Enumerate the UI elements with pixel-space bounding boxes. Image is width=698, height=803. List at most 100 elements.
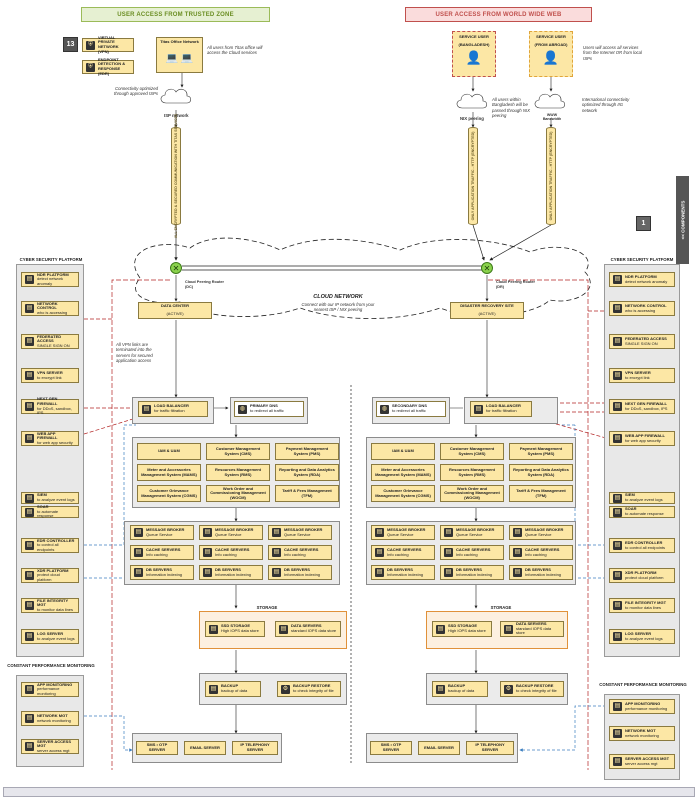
dc-ip-telephony-server[interactable]: IP TELEPHONY SERVER	[232, 741, 278, 755]
dr-site-box[interactable]: DISASTER RECOVERY SITE(ACTIVE)	[450, 302, 524, 319]
router-icon[interactable]: ✕	[170, 262, 182, 274]
app-module[interactable]: Payment Management System (PMS)	[275, 443, 339, 460]
components-tab[interactable]: << COMPONENTS	[676, 176, 689, 264]
dc-sms-otp-server[interactable]: SMS • OTP SERVER	[136, 741, 178, 755]
app-module[interactable]: Tariff & Fees Management (TFM)	[509, 485, 573, 502]
router-icon[interactable]: ✕	[481, 262, 493, 274]
dr-ip-telephony-server[interactable]: IP TELEPHONY SERVER	[466, 741, 514, 755]
app-module[interactable]: Payment Management System (PMS)	[509, 443, 573, 460]
bd-note: All users within Bangladesh will be pass…	[492, 97, 530, 119]
data-center-box[interactable]: DATA CENTER(ACTIVE)	[138, 302, 212, 319]
app-module[interactable]: Work Order and Commissioning Management …	[440, 485, 504, 502]
dr-sms-otp-server[interactable]: SMS • OTP SERVER	[370, 741, 412, 755]
app-module[interactable]: Meter and Accessories Management System …	[371, 464, 435, 481]
server-icon: ▤	[444, 528, 453, 537]
app-module[interactable]: Customer Management System (CMS)	[206, 443, 270, 460]
service-user-bangladesh[interactable]: SERVICE USER (BANGLADESH) 👤	[452, 31, 496, 77]
dr-email-server[interactable]: EMAIL SERVER	[418, 741, 460, 755]
app-module[interactable]: Customer Management System (CMS)	[440, 443, 504, 460]
titas-office-network[interactable]: Titas Office Network 💻 💻	[156, 37, 203, 73]
server-icon: ▤	[436, 684, 445, 694]
app-module[interactable]: Resources Management System (RMS)	[206, 464, 270, 481]
app-module[interactable]: Customer Grievance Management System (CG…	[137, 485, 201, 502]
app-module[interactable]: Tariff & Fees Management (TFM)	[275, 485, 339, 502]
app-module[interactable]: IAM & UAM	[371, 443, 435, 460]
app-module[interactable]: Meter and Accessories Management System …	[137, 464, 201, 481]
app-module[interactable]: Reporting and Data Analytics System (RDA…	[509, 464, 573, 481]
dc-email-server[interactable]: EMAIL SERVER	[184, 741, 226, 755]
app-module[interactable]: IAM & UAM	[137, 443, 201, 460]
service-user-abroad[interactable]: SERVICE USER (FROM ABROAD) 👤	[529, 31, 573, 77]
globe-icon: ◍	[238, 404, 247, 414]
app-module[interactable]: Customer Grievance Management System (CG…	[371, 485, 435, 502]
shield-icon: ▤	[25, 434, 34, 443]
vpn-box[interactable]: ⛨ VIRTUAL PRIVATE NETWORK (VPN)	[82, 35, 134, 53]
app-module[interactable]: Reporting and Data Analytics System (RDA…	[275, 464, 339, 481]
app-module[interactable]: Work Order and Commissioning Management …	[206, 485, 270, 502]
edr-box[interactable]: ⛨ ENDPOINT DETECTION & RESPONSE (EDR)	[82, 57, 134, 75]
app-module[interactable]: Resources Management System (RMS)	[440, 464, 504, 481]
intl-note: International connectivity optimized thr…	[582, 97, 630, 113]
